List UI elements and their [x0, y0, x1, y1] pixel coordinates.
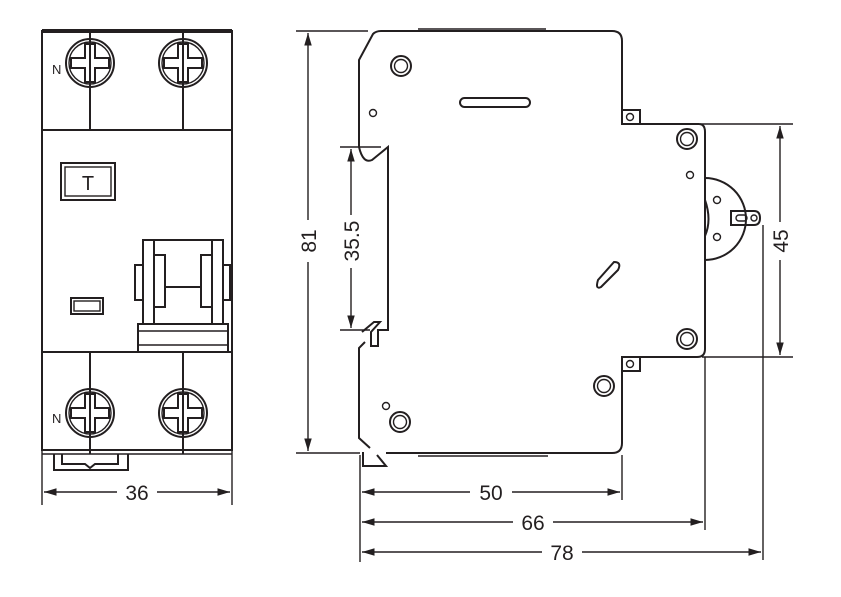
handle-pivot	[704, 177, 762, 261]
terminal-n-label-bottom: N	[52, 411, 61, 426]
test-button: T	[60, 162, 116, 201]
depth-dimension-50: 50	[479, 482, 502, 505]
depth-dimension-66: 66	[521, 512, 544, 535]
depth-dimension-78: 78	[550, 542, 573, 565]
indicator-window	[70, 297, 104, 315]
front-view: N N T 36	[41, 29, 233, 505]
terminal-n-label-top: N	[52, 62, 61, 77]
test-button-label: T	[82, 173, 94, 195]
side-body-outline	[358, 30, 706, 454]
height-dimension: 81	[298, 229, 321, 252]
toggle-lever	[134, 239, 231, 353]
din-clip	[53, 454, 129, 471]
width-dimension: 36	[125, 482, 148, 505]
din-rail-dimension: 35.5	[341, 221, 364, 262]
front-height-dimension: 45	[770, 229, 793, 252]
side-view: 81 35.5 45 50 66 78	[296, 28, 793, 565]
